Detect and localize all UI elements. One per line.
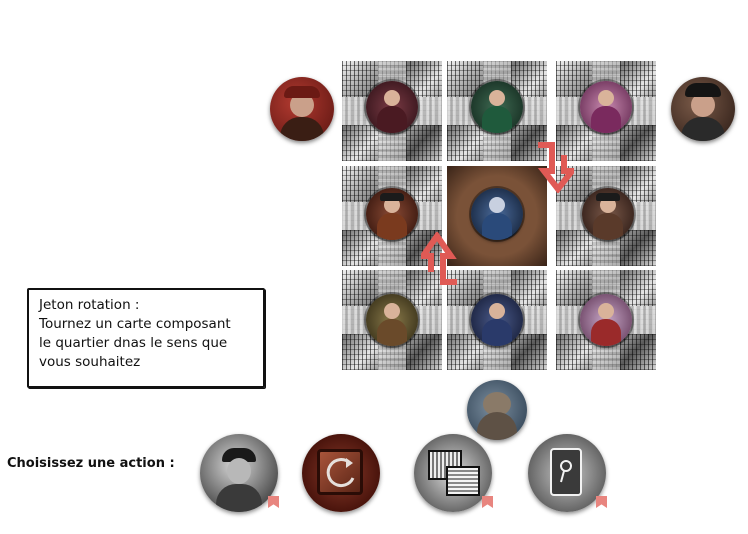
bookmark-flag-icon — [596, 496, 607, 508]
suspect-body — [377, 106, 407, 133]
suspect-token — [580, 81, 632, 133]
suspect-token — [366, 81, 418, 133]
rotation-info-box: Jeton rotation : Tournez un carte compos… — [27, 288, 265, 388]
district-tile-r2c2-center[interactable] — [447, 166, 547, 266]
detective-toby-token — [467, 380, 527, 440]
info-line-2: le quartier dnas le sens que — [39, 335, 228, 351]
rotation-arrow-down-icon — [537, 142, 574, 193]
rotation-card-icon — [317, 449, 363, 495]
suspect-token — [582, 188, 634, 240]
suspect-head — [489, 197, 505, 213]
suspect-head — [598, 90, 614, 106]
rotate-arrow-icon — [326, 458, 355, 488]
suspect-body — [591, 106, 621, 133]
action-rotation-button[interactable] — [302, 434, 380, 512]
detective-body — [681, 117, 725, 141]
info-line-1: Tournez un carte composant — [39, 316, 231, 332]
district-tile-r1c1[interactable] — [342, 61, 442, 161]
suspect-body — [482, 213, 512, 240]
exchange-card-front-icon — [446, 466, 480, 496]
portrait-head-icon — [227, 458, 251, 484]
portrait-body-icon — [216, 484, 262, 512]
detective-sherlock-token — [270, 77, 334, 141]
district-tile-r3c1[interactable] — [342, 270, 442, 370]
suspect-body — [591, 319, 621, 346]
dog-body — [477, 412, 517, 440]
suspect-token — [366, 294, 418, 346]
portrait-hat-icon — [222, 448, 256, 462]
suspect-token — [471, 188, 523, 240]
detective-watson-token — [671, 77, 735, 141]
suspect-head — [384, 197, 400, 213]
action-exchange-button[interactable] — [414, 434, 492, 512]
suspect-hat — [596, 193, 620, 201]
suspect-head — [600, 197, 616, 213]
district-tile-r2c1[interactable] — [342, 166, 442, 266]
suspect-head — [384, 90, 400, 106]
magnifier-icon — [560, 460, 572, 483]
suspect-head — [489, 303, 505, 319]
district-tile-r3c2[interactable] — [447, 270, 547, 370]
suspect-body — [593, 213, 623, 240]
suspect-head — [598, 303, 614, 319]
suspect-head — [489, 90, 505, 106]
suspect-head — [384, 303, 400, 319]
bookmark-flag-icon — [268, 496, 279, 508]
suspect-hat — [380, 193, 404, 201]
detective-hat — [685, 83, 721, 97]
district-tile-r3c3[interactable] — [556, 270, 656, 370]
action-joker-button[interactable] — [528, 434, 606, 512]
suspect-token — [366, 188, 418, 240]
exchange-card-back-icon — [428, 450, 462, 480]
detective-head — [691, 93, 715, 117]
rotation-arrow-up-icon — [421, 232, 457, 285]
bookmark-flag-icon — [482, 496, 493, 508]
district-tile-r1c2[interactable] — [447, 61, 547, 161]
choose-action-label: Choisissez une action : — [7, 456, 175, 471]
suspect-body — [482, 106, 512, 133]
district-tile-r1c3[interactable] — [556, 61, 656, 161]
district-tile-r2c3[interactable] — [556, 166, 656, 266]
suspect-token — [471, 294, 523, 346]
detective-hat — [284, 86, 320, 98]
action-alibi-button[interactable] — [200, 434, 278, 512]
suspect-body — [377, 213, 407, 240]
suspect-body — [482, 319, 512, 346]
suspect-token — [471, 81, 523, 133]
detective-body — [280, 117, 324, 141]
info-title: Jeton rotation : — [39, 297, 140, 313]
info-line-3: vous souhaitez — [39, 354, 141, 370]
suspect-body — [377, 319, 407, 346]
suspect-token — [580, 294, 632, 346]
